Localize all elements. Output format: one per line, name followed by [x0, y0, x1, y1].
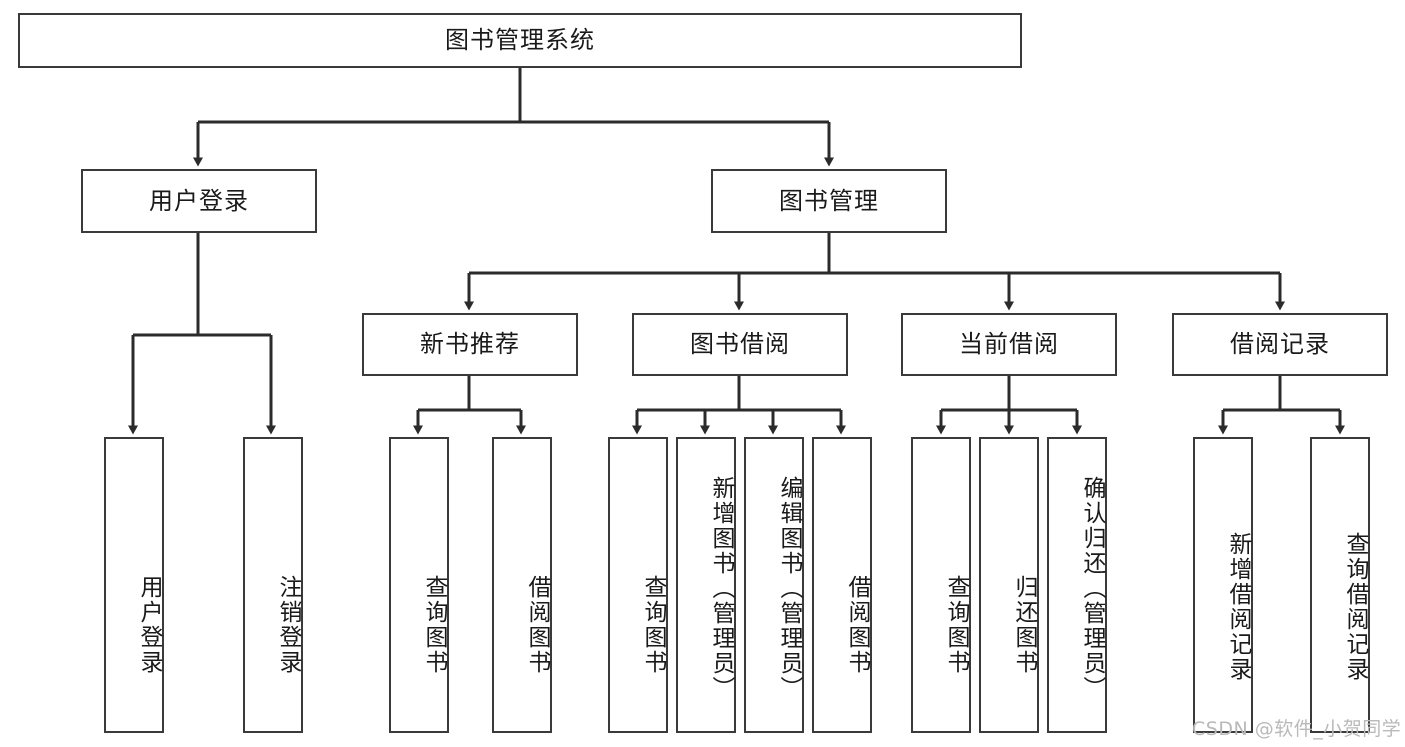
node-user-login[interactable]: 用户登录	[81, 169, 317, 233]
node-label: 查询图书	[421, 575, 447, 675]
node-label: 用户登录	[149, 186, 249, 215]
node-current-borrow[interactable]: 当前借阅	[901, 313, 1117, 376]
node-label: 借阅记录	[1230, 330, 1330, 359]
node-leaf-confirm-return-admin[interactable]: 确认归还（管理员）	[1047, 437, 1107, 733]
node-leaf-logout-login[interactable]: 注销登录	[243, 437, 303, 733]
node-leaf-query-borrow-record[interactable]: 查询借阅记录	[1310, 437, 1370, 733]
node-label: 查询图书	[640, 575, 666, 675]
node-label: 图书管理系统	[445, 26, 595, 55]
csdn-watermark: CSDN @软件_小贺同学	[1192, 718, 1402, 740]
node-book-borrow[interactable]: 图书借阅	[632, 313, 848, 376]
node-new-book-recommend[interactable]: 新书推荐	[362, 313, 578, 376]
node-book-manage[interactable]: 图书管理	[711, 169, 947, 233]
node-label: 借阅图书	[844, 575, 870, 675]
node-leaf-edit-book-admin[interactable]: 编辑图书（管理员）	[744, 437, 804, 733]
node-root-book-management-system[interactable]: 图书管理系统	[18, 13, 1022, 68]
node-label: 用户登录	[136, 575, 162, 675]
node-leaf-query-book-current[interactable]: 查询图书	[911, 437, 971, 733]
node-label: 新增图书（管理员）	[708, 475, 734, 701]
node-leaf-user-login[interactable]: 用户登录	[104, 437, 164, 733]
node-leaf-return-book[interactable]: 归还图书	[979, 437, 1039, 733]
node-label: 借阅图书	[524, 575, 550, 675]
node-label: 新书推荐	[420, 330, 520, 359]
node-leaf-add-borrow-record[interactable]: 新增借阅记录	[1193, 437, 1253, 733]
node-leaf-query-book-rec[interactable]: 查询图书	[389, 437, 449, 733]
node-label: 新增借阅记录	[1225, 532, 1251, 682]
node-label: 图书管理	[779, 186, 879, 215]
node-leaf-borrow-book-borrow[interactable]: 借阅图书	[812, 437, 872, 733]
node-label: 归还图书	[1011, 575, 1037, 675]
node-label: 查询借阅记录	[1342, 532, 1368, 682]
node-leaf-add-book-admin[interactable]: 新增图书（管理员）	[676, 437, 736, 733]
node-borrow-record[interactable]: 借阅记录	[1172, 313, 1388, 376]
node-leaf-borrow-book-rec[interactable]: 借阅图书	[492, 437, 552, 733]
node-label: 当前借阅	[959, 330, 1059, 359]
node-label: 图书借阅	[690, 330, 790, 359]
node-label: 注销登录	[275, 575, 301, 675]
node-label: 确认归还（管理员）	[1079, 475, 1105, 701]
node-label: 查询图书	[943, 575, 969, 675]
node-leaf-query-book-borrow[interactable]: 查询图书	[608, 437, 668, 733]
node-label: 编辑图书（管理员）	[776, 475, 802, 701]
